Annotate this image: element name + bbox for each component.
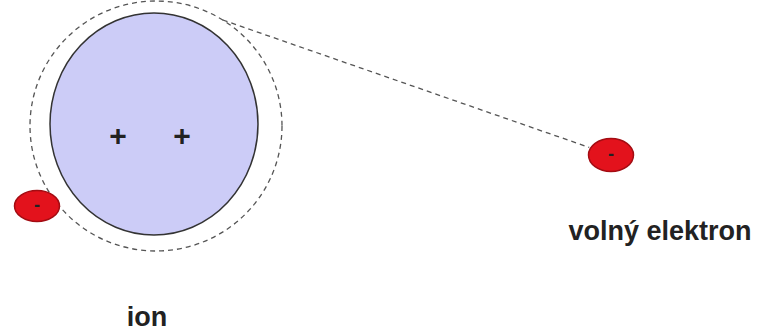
bound-electron: - bbox=[13, 189, 61, 223]
ion-illustration bbox=[29, 0, 283, 252]
ion-core: ++ bbox=[29, 0, 283, 252]
nucleus-body bbox=[50, 13, 258, 235]
electron-trajectory bbox=[223, 20, 589, 147]
ion-label: ion bbox=[127, 303, 168, 333]
charge-sign: + bbox=[109, 121, 127, 151]
electron-body bbox=[15, 191, 60, 222]
free-electron-label: volný elektron bbox=[568, 217, 751, 247]
free-electron: - bbox=[587, 137, 635, 173]
electron-sign: - bbox=[608, 145, 614, 163]
electron-body bbox=[589, 139, 634, 172]
orbit-ring bbox=[30, 1, 282, 251]
electron-sign: - bbox=[34, 196, 40, 214]
charge-sign: + bbox=[173, 121, 191, 151]
